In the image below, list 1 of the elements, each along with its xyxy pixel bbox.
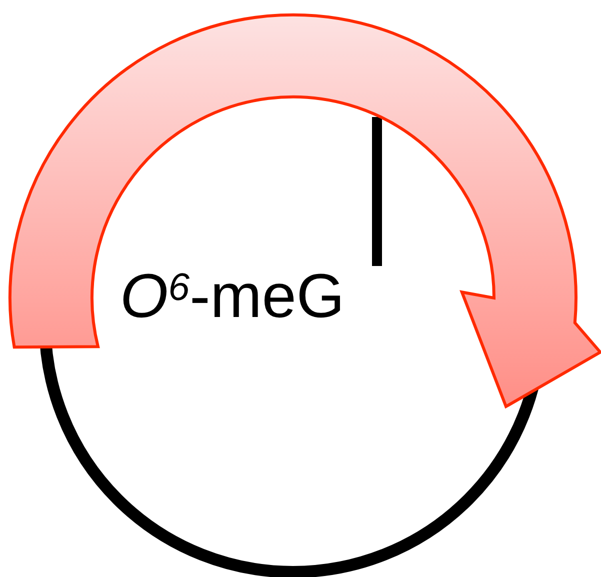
lesion-label: O$^{6}$-meG [120, 266, 345, 328]
